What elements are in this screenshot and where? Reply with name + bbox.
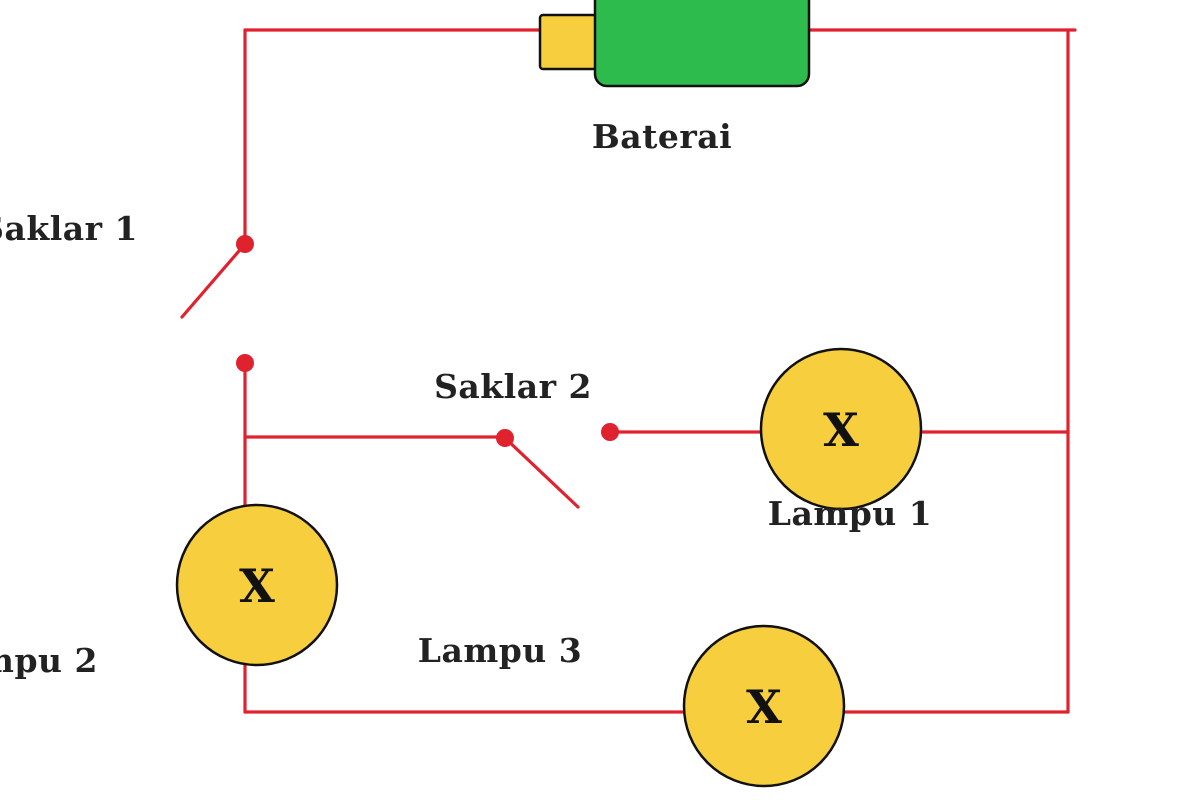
label-switch-1: Saklar 1 xyxy=(0,209,138,248)
switch-1-bottom-terminal xyxy=(236,354,254,372)
lamp-1-bulb xyxy=(759,347,923,511)
lamp-2: X xyxy=(175,503,339,667)
label-lamp-3: Lampu 3 xyxy=(418,631,583,670)
switch-2 xyxy=(496,423,619,509)
battery-body xyxy=(593,0,811,88)
lamp-3-bulb xyxy=(682,624,846,788)
lamp-3: X xyxy=(682,624,846,788)
battery xyxy=(538,0,811,88)
switch-2-right-terminal xyxy=(601,423,619,441)
label-lamp-2: Lampu 2 xyxy=(0,641,98,680)
switch-1 xyxy=(180,235,254,372)
label-lamp-1: Lampu 1 xyxy=(768,494,933,533)
lamp-1: X xyxy=(759,347,923,511)
lamp-1-symbol: X xyxy=(823,403,859,457)
lamp-2-symbol: X xyxy=(239,559,275,613)
switch-1-arm xyxy=(180,242,247,319)
battery-terminal-cap xyxy=(538,13,598,71)
lamp-3-symbol: X xyxy=(746,680,782,734)
switch-2-arm xyxy=(503,436,580,509)
lamp-2-bulb xyxy=(175,503,339,667)
label-battery: Baterai xyxy=(592,117,732,156)
label-switch-2: Saklar 2 xyxy=(434,367,592,406)
